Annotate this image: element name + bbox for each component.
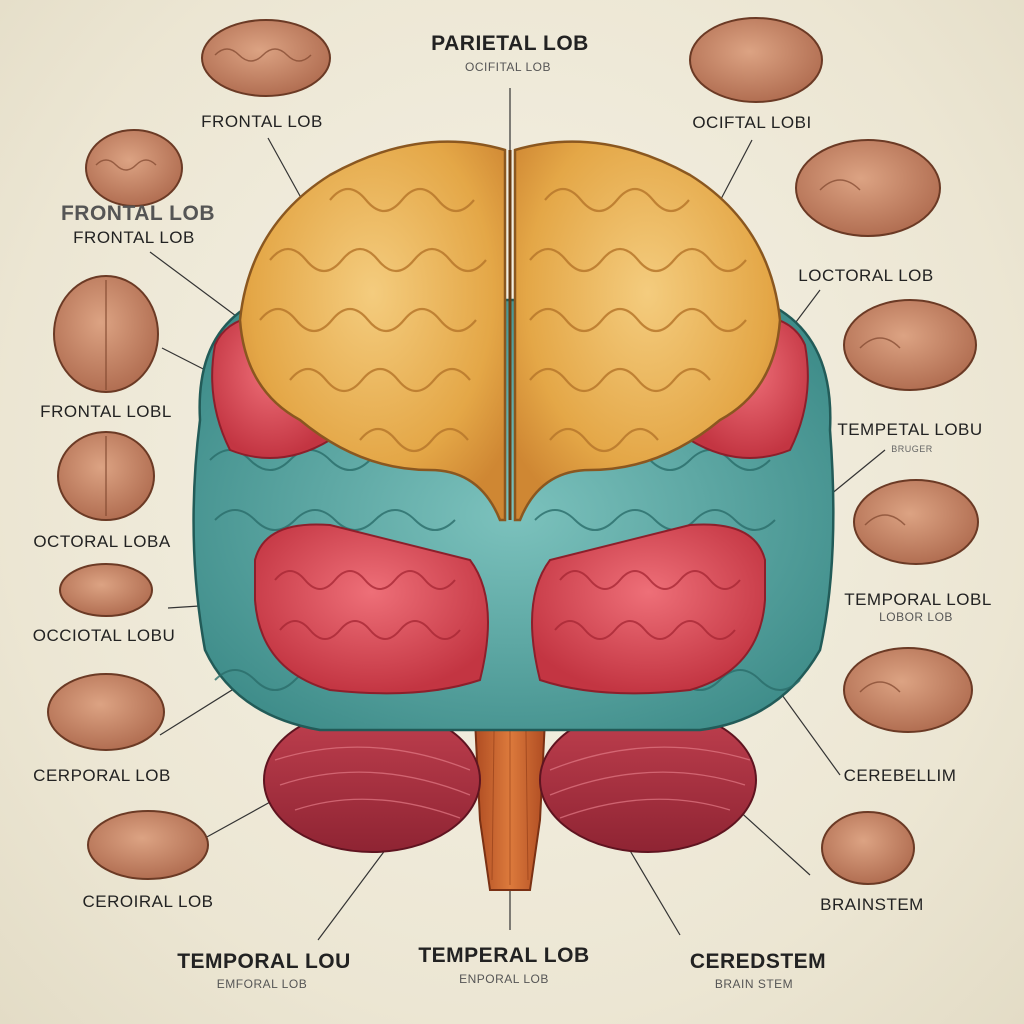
label-brainstem: BRAINSTEM	[820, 895, 924, 914]
label-temporal-lobl: TEMPORAL LOBL	[844, 590, 992, 609]
label-parietal-sub: OCIFITAL LOB	[464, 60, 552, 74]
thumb-brain-13	[821, 811, 915, 885]
label-temperal-sub: ENPORAL LOB	[459, 972, 549, 986]
temporal-red-left	[254, 523, 489, 695]
thumb-brain-11	[853, 479, 979, 565]
label-temporal-lou: TEMPORAL LOU	[177, 950, 351, 973]
thumbnail-brains	[47, 17, 979, 885]
thumb-brain-5	[59, 563, 153, 617]
temporal-red-right	[531, 523, 766, 695]
label-ceredstem-sub: BRAIN STEM	[714, 977, 794, 991]
label-frontal-3: FRONTAL LOBL	[40, 402, 172, 421]
thumb-brain-6	[47, 673, 165, 751]
label-ceredstem: CEREDSTEM	[689, 950, 827, 973]
label-frontal-2b: FRONTAL LOB	[73, 228, 195, 247]
label-cerebellim: CEREBELLIM	[843, 766, 957, 785]
thumb-brain-10	[843, 299, 977, 391]
thumb-brain-1	[201, 19, 331, 97]
label-tempetal-sub: BRUGER	[891, 444, 933, 454]
thumb-brain-2	[85, 129, 183, 207]
label-ceroiral: CEROIRAL LOB	[82, 892, 214, 911]
frontal-right-hemisphere	[513, 140, 782, 522]
label-occiotal: OCCIOTAL LOBU	[32, 626, 176, 645]
label-octoral: OCTORAL LOBA	[33, 532, 171, 551]
label-parietal-lob: PARIETAL LOB	[431, 32, 589, 55]
label-frontal-1: FRONTAL LOB	[201, 112, 323, 131]
label-frontal-2a: FRONTAL LOB	[60, 202, 216, 225]
label-temporal-sub: LOBOR LOB	[879, 610, 953, 624]
label-ociftal: OCIFTAL LOBI	[692, 113, 812, 132]
thumb-brain-8	[689, 17, 823, 103]
thumb-brain-9	[795, 139, 941, 237]
label-cerporal: CERPORAL LOB	[33, 766, 171, 785]
label-temperal-lob: TEMPERAL LOB	[418, 944, 590, 967]
label-loctoral: LOCTORAL LOB	[798, 266, 934, 285]
frontal-left-hemisphere	[238, 140, 507, 522]
thumb-brain-7	[87, 810, 209, 880]
label-tempetal: TEMPETAL LOBU	[837, 420, 983, 439]
thumb-brain-12	[843, 647, 973, 733]
label-temporal-lou-sub: EMFORAL LOB	[216, 977, 308, 991]
